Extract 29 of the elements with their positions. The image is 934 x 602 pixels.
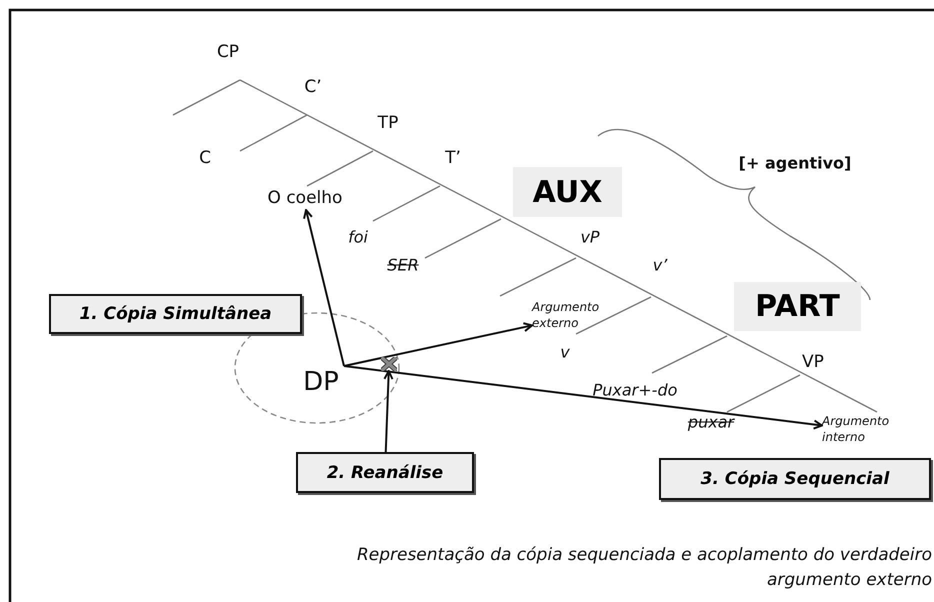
word-label: Puxar+-do [592, 380, 678, 400]
arrow [383, 370, 394, 452]
node-label: v [560, 342, 570, 362]
node-label: TP [378, 113, 398, 133]
category-label: PART [734, 282, 861, 331]
arrow [344, 365, 823, 430]
word-label: foi [348, 228, 368, 246]
callout-box: 3. Cópia Sequencial [659, 458, 931, 500]
node-label: C [199, 148, 211, 168]
callout-box: 1. Cópia Simultânea [49, 294, 302, 334]
callout-box: 2. Reanálise [296, 452, 474, 493]
caption: Representação da cópia sequenciada e acoplamento do verdadeiro argumento externo [356, 544, 932, 592]
argument-label: Argumento externo [532, 298, 610, 332]
phrase-label: DP [298, 364, 344, 400]
cross-mark-icon [381, 357, 397, 371]
category-label: AUX [513, 167, 622, 217]
word-label: puxar [688, 412, 734, 432]
node-label: CP [216, 42, 240, 62]
node-label: T’ [445, 148, 461, 168]
word-label: SER [387, 256, 419, 274]
phrase-label: O coelho [250, 186, 360, 210]
node-label: vP [580, 228, 600, 246]
node-label: v’ [652, 256, 668, 274]
node-label: C’ [304, 77, 322, 97]
arrow [303, 209, 345, 366]
feature-label: [+ agentivo] [738, 154, 852, 172]
arrow [344, 322, 533, 367]
argument-label: Argumento interno [822, 412, 902, 446]
node-label: VP [802, 352, 824, 372]
